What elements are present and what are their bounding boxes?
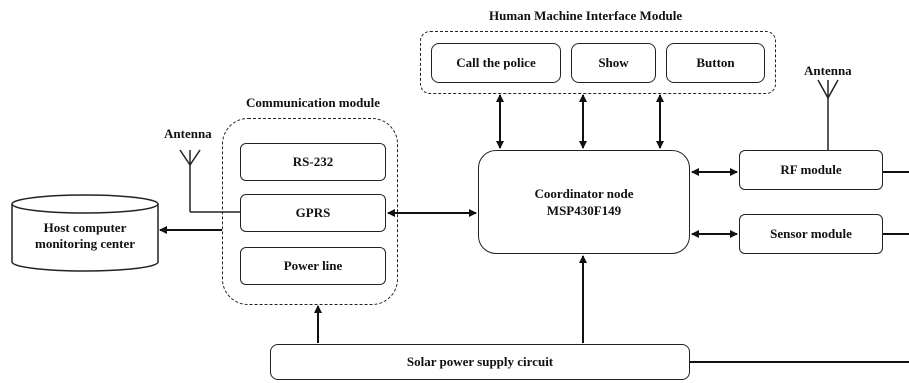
host-line-1: Host computer (43, 220, 127, 235)
rf-module-box: RF module (739, 150, 883, 190)
show-box: Show (571, 43, 656, 83)
host-computer-label: Host computer monitoring center (20, 220, 150, 252)
coordinator-node-box: Coordinator node MSP430F149 (478, 150, 690, 254)
antenna-left-icon (179, 149, 240, 213)
hmi-module-group (420, 31, 776, 94)
rs232-box: RS-232 (240, 143, 386, 181)
antenna-right-label: Antenna (804, 63, 852, 78)
coordinator-line-2: MSP430F149 (546, 203, 622, 218)
antenna-right-icon (817, 79, 839, 150)
sensor-module-box: Sensor module (739, 214, 883, 254)
button-box: Button (666, 43, 765, 83)
communication-module-title: Communication module (246, 95, 380, 110)
hmi-module-title: Human Machine Interface Module (489, 8, 683, 23)
host-line-2: monitoring center (34, 236, 135, 251)
solar-power-supply-box: Solar power supply circuit (270, 344, 690, 380)
host-database-icon (11, 194, 159, 272)
coordinator-line-1: Coordinator node (534, 186, 634, 201)
call-police-box: Call the police (431, 43, 561, 83)
communication-module-group (222, 118, 398, 305)
antenna-left-label: Antenna (164, 126, 212, 141)
gprs-box: GPRS (240, 194, 386, 232)
power-line-box: Power line (240, 247, 386, 285)
